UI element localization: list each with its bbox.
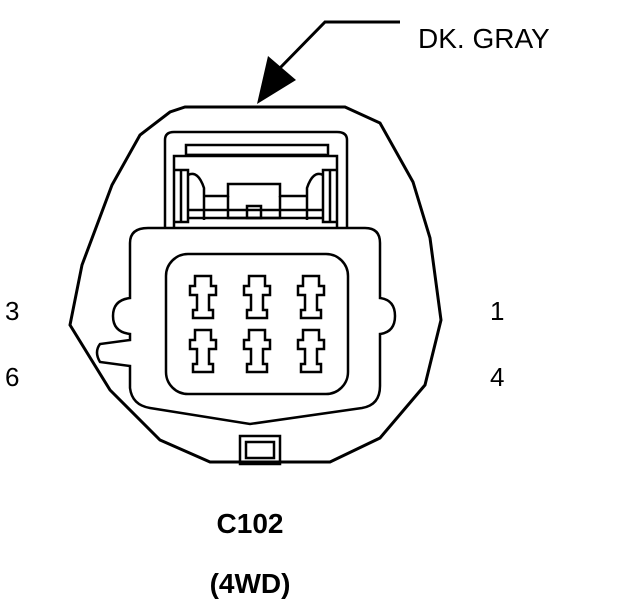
- terminal-r2-c1: [188, 328, 218, 374]
- pin-label-bottom-right: 4: [490, 362, 505, 392]
- wire-color-label: DK. GRAY: [418, 23, 550, 54]
- connector-face: [95, 226, 397, 426]
- connector-variant: (4WD): [209, 568, 291, 599]
- connector-id: C102: [216, 508, 284, 539]
- locking-tab: [163, 130, 349, 228]
- terminal-r1-c3: [296, 274, 326, 320]
- terminal-cavity: [164, 252, 350, 396]
- pin-label-top-right: 1: [490, 296, 505, 326]
- polarization-key: [238, 434, 282, 466]
- connector-housing: [68, 105, 443, 464]
- pin-label-bottom-left: 6: [5, 362, 20, 392]
- terminal-r2-c2: [242, 328, 272, 374]
- terminal-r1-c1: [188, 274, 218, 320]
- pin-label-top-left: 3: [5, 296, 20, 326]
- terminals: [188, 274, 326, 374]
- color-leader: [257, 20, 400, 104]
- terminal-r1-c2: [242, 274, 272, 320]
- terminal-r2-c3: [296, 328, 326, 374]
